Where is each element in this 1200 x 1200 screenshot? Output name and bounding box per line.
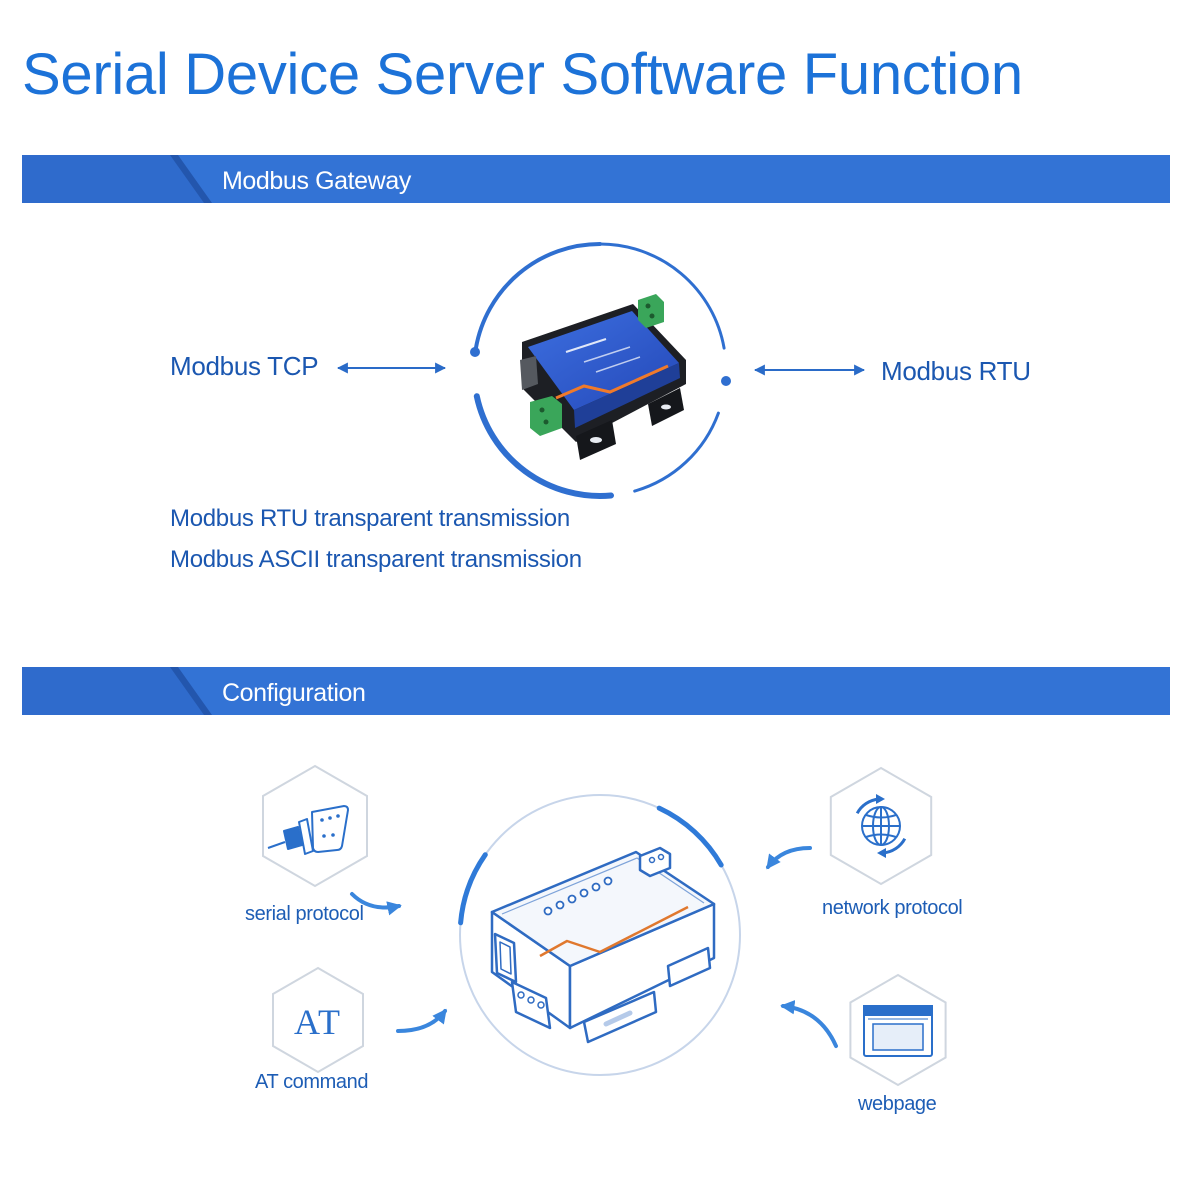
banner-modbus-gateway xyxy=(22,155,1170,203)
at-command-icon: AT xyxy=(294,1002,342,1042)
gateway-ring xyxy=(470,242,731,499)
section-heading-modbus-gateway: Modbus Gateway xyxy=(222,167,411,195)
modbus-gateway-device xyxy=(520,294,686,460)
webpage-label: webpage xyxy=(858,1093,937,1115)
banner-configuration xyxy=(22,667,1170,715)
section-heading-configuration: Configuration xyxy=(222,679,366,707)
configuration-ring xyxy=(458,794,741,1076)
feature-rtu-transparent: Modbus RTU transparent transmission xyxy=(170,505,570,532)
serial-protocol-label: serial protocol xyxy=(245,903,364,925)
network-protocol-badge xyxy=(829,766,933,886)
serial-protocol-badge xyxy=(262,764,368,888)
at-command-label: AT command xyxy=(255,1071,369,1093)
network-protocol-label: network protocol xyxy=(822,897,963,919)
at-command-badge: AT xyxy=(272,966,364,1074)
webpage-badge xyxy=(849,973,947,1087)
feature-ascii-transparent: Modbus ASCII transparent transmission xyxy=(170,546,582,573)
webpage-icon xyxy=(863,1005,933,1057)
serial-arrow xyxy=(350,892,402,916)
globe-icon xyxy=(855,794,907,858)
network-arrow xyxy=(766,846,812,870)
webpage-arrow xyxy=(780,1000,838,1048)
modbus-rtu-label: Modbus RTU xyxy=(881,356,1031,386)
page-title: Serial Device Server Software Function xyxy=(22,42,1023,107)
at-command-arrow xyxy=(396,1008,447,1033)
modbus-tcp-label: Modbus TCP xyxy=(170,351,319,381)
serial-port-icon xyxy=(267,805,349,855)
configuration-device-illustration xyxy=(490,846,716,1044)
